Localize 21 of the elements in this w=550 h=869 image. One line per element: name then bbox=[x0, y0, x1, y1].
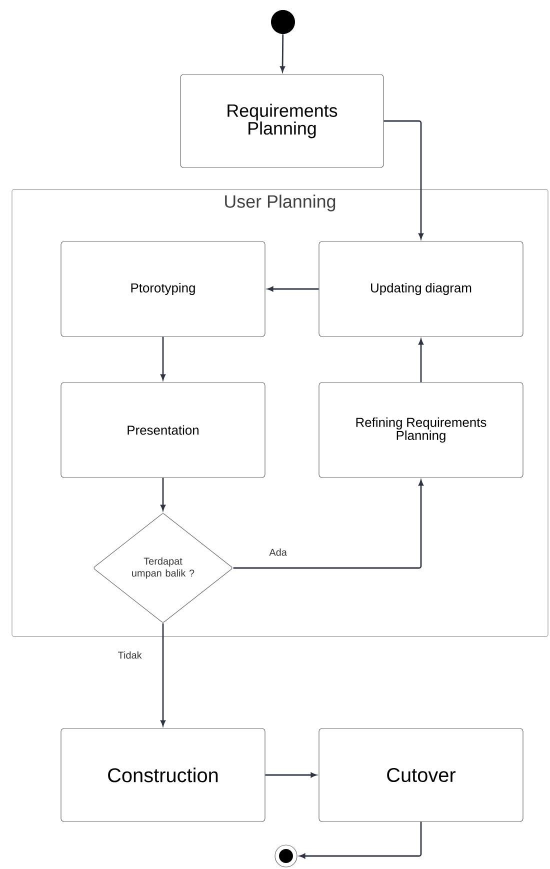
process-box: Refining Requirements Planning bbox=[318, 382, 524, 478]
start-dot bbox=[271, 10, 295, 34]
arrow bbox=[384, 120, 424, 240]
arrow bbox=[160, 478, 166, 511]
arrow bbox=[233, 480, 424, 569]
edge-label: Tidak bbox=[116, 650, 143, 660]
process-box: Ptorotyping bbox=[60, 241, 266, 337]
process-box: Updating diagram bbox=[318, 241, 524, 337]
edge-label: Ada bbox=[268, 548, 288, 557]
arrow bbox=[160, 336, 166, 380]
process-box: Presentation bbox=[60, 382, 266, 478]
arrow bbox=[280, 34, 286, 72]
end-dot bbox=[274, 844, 298, 868]
process-box: Construction bbox=[60, 728, 266, 822]
arrow bbox=[267, 286, 319, 292]
arrow bbox=[160, 623, 166, 726]
arrow bbox=[299, 822, 422, 858]
arrow bbox=[418, 339, 424, 382]
process-box: Cutover bbox=[318, 728, 524, 822]
arrow bbox=[265, 772, 316, 778]
process-box: Requirements Planning bbox=[180, 74, 384, 168]
